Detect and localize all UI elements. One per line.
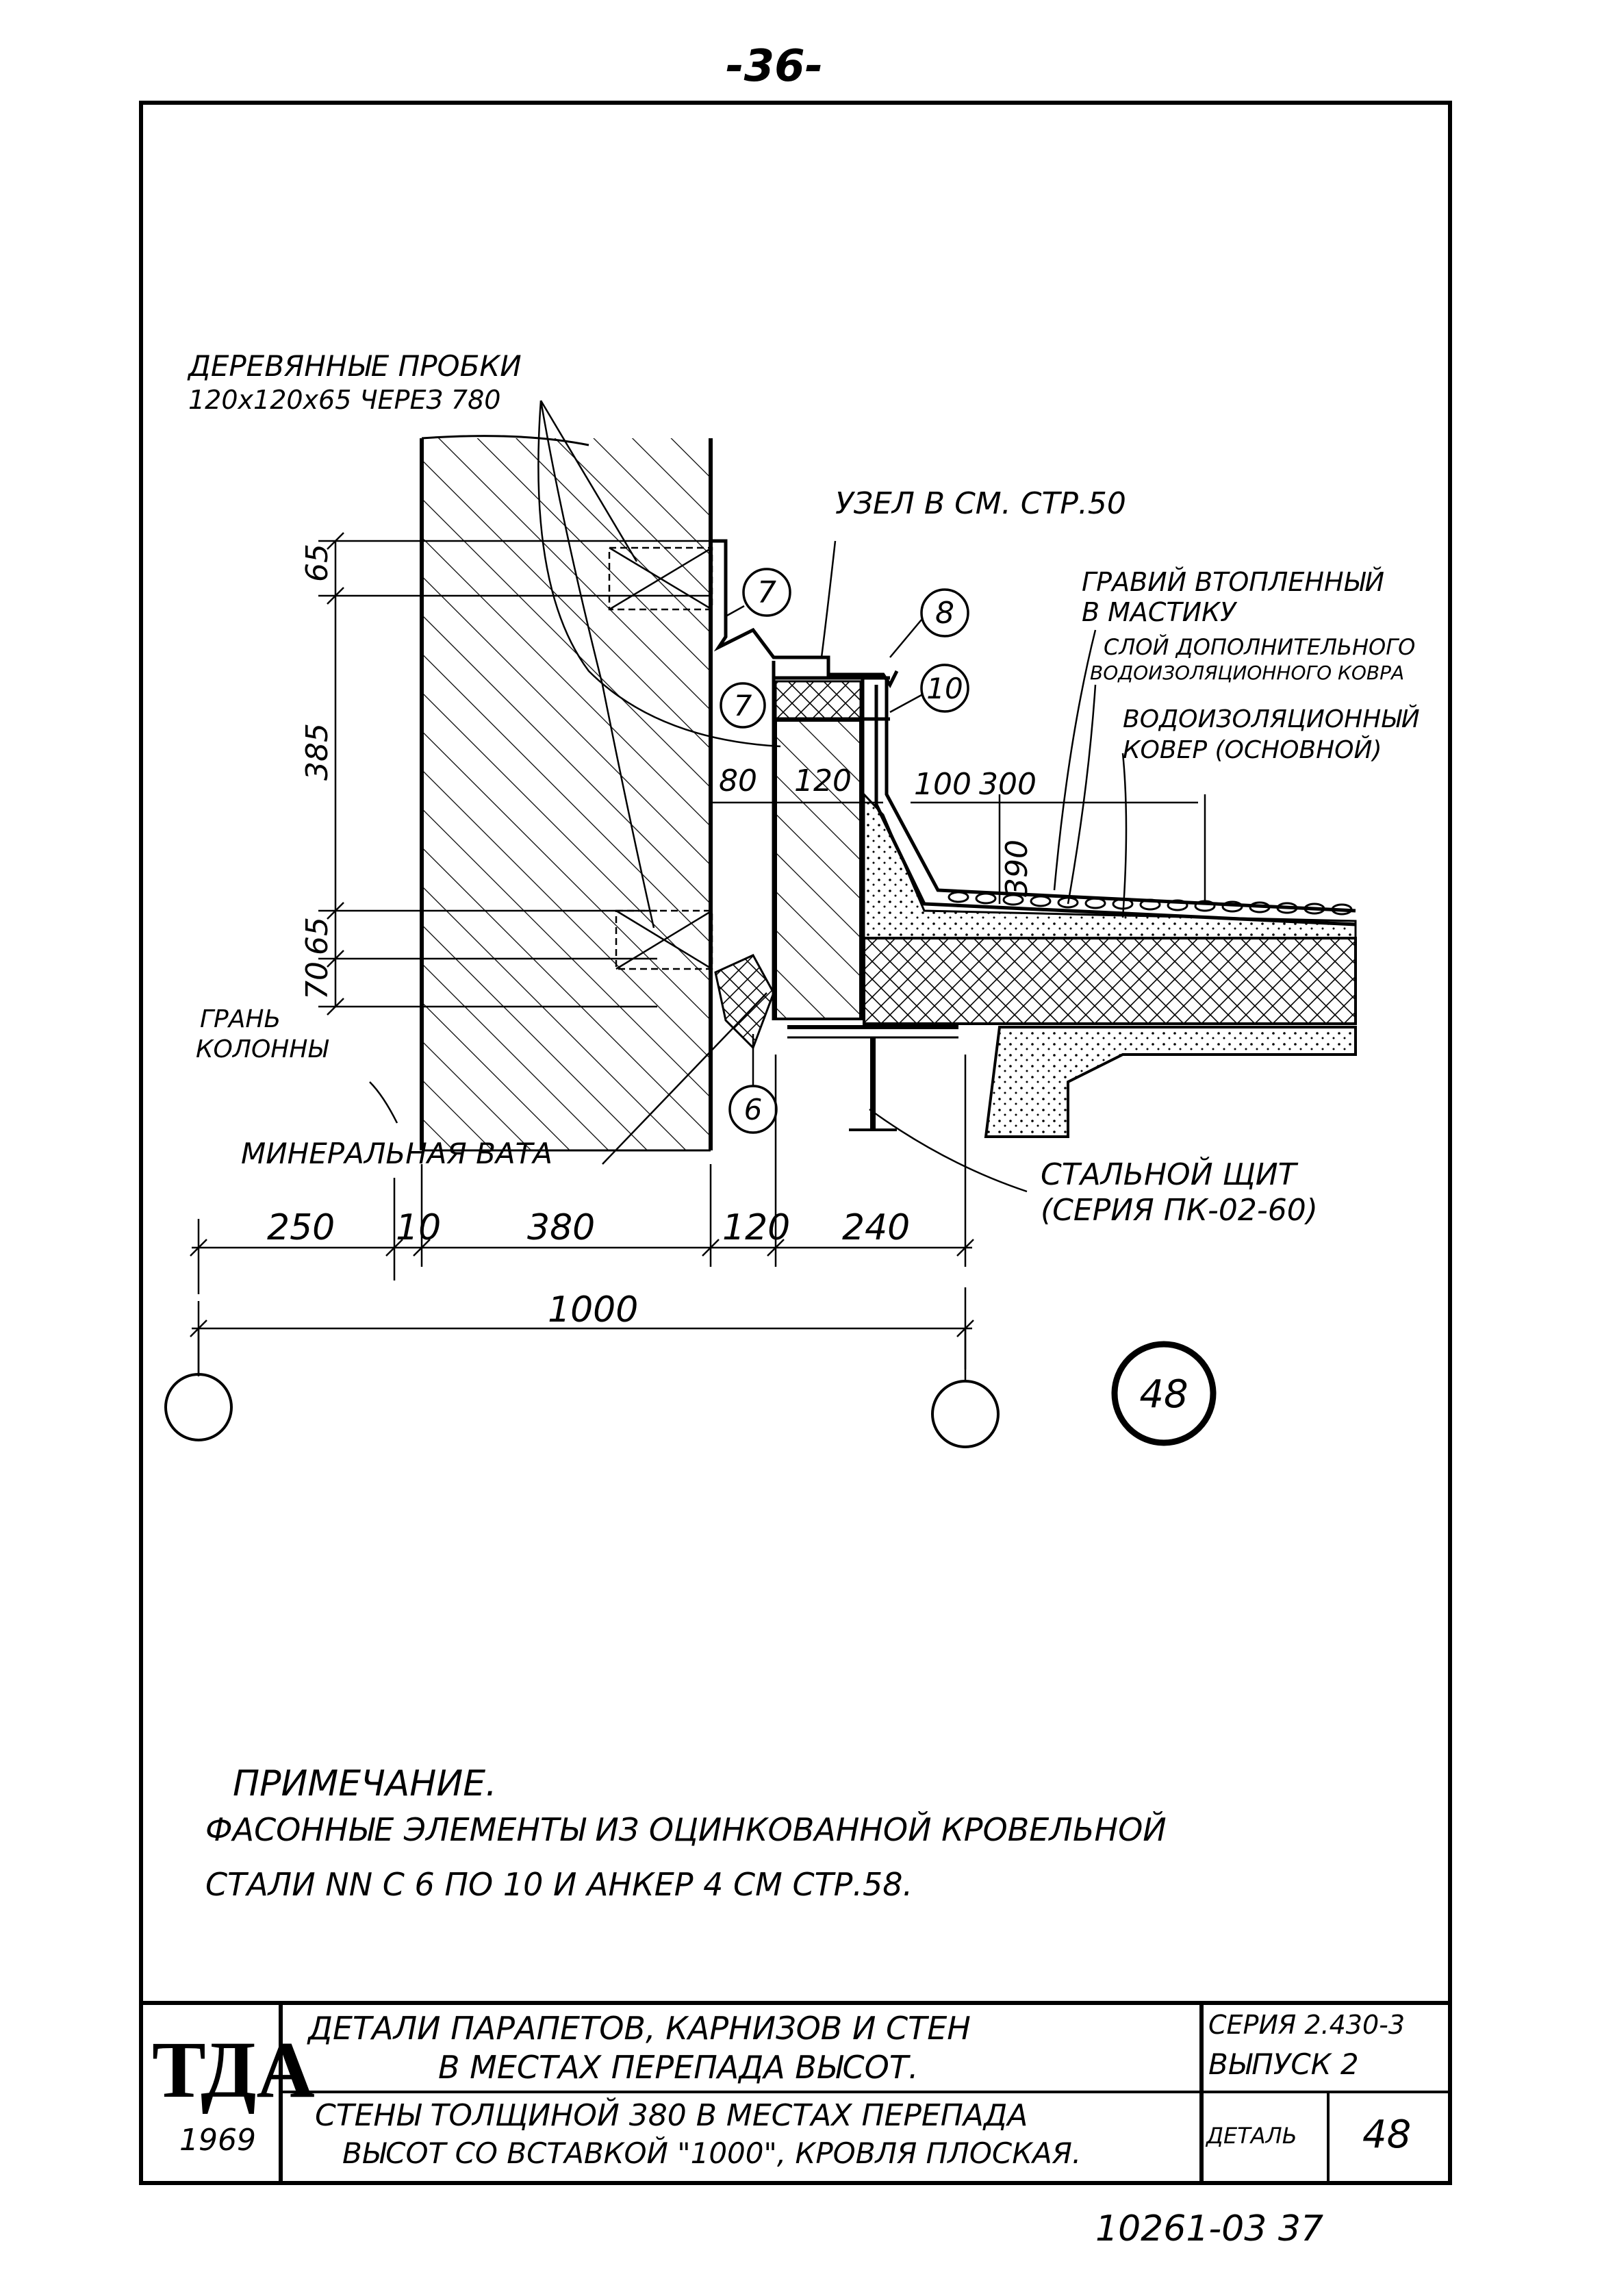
dim-80: 80: [719, 764, 757, 798]
grid-axis-bubble-right: [931, 1380, 1000, 1448]
dim-v385: 385: [300, 723, 335, 781]
dim-100: 100: [914, 767, 971, 802]
callout-texts: 7 8 6: [757, 575, 954, 631]
column-face-leader: [369, 1081, 398, 1124]
title-detail-label: ДЕТАЛЬ: [1206, 2123, 1297, 2149]
roof-dimensions: [712, 794, 1206, 904]
label-node-ref: УЗЕЛ В СМ. СТР.50: [835, 486, 1126, 521]
callout-circle-7: [720, 682, 766, 729]
dim-10: 10: [396, 1207, 441, 1248]
dim-v65-top: 65: [300, 544, 335, 582]
label-steel-panel-1: СТАЛЬНОЙ ЩИТ: [1041, 1157, 1297, 1192]
wall-section: [420, 435, 713, 1152]
leader-lines: [537, 400, 781, 1165]
title-block: [141, 2001, 1450, 2183]
callout-circle-8: [742, 568, 791, 617]
dim-380: 380: [527, 1207, 595, 1248]
title-year: 1969: [179, 2123, 256, 2158]
label-gravel-2: В МАСТИКУ: [1082, 597, 1236, 627]
insert-block: [774, 719, 862, 1020]
dim-120-inner: 120: [794, 764, 852, 798]
dim-v65-bot: 65: [300, 917, 335, 955]
dimension-texts: 65 385 65 70 80 120 100 300 390 250 10 3…: [267, 544, 1037, 1330]
dim-240: 240: [842, 1207, 910, 1248]
vertical-dimensions: [318, 532, 712, 1015]
dim-250: 250: [267, 1207, 335, 1248]
callout-circle-9: [920, 588, 969, 638]
callout-10-text: 10: [926, 672, 963, 705]
page-number: -36-: [726, 41, 824, 92]
callout-8: 7: [757, 575, 776, 610]
sheet-frame: [139, 101, 1452, 2185]
dim-120: 120: [722, 1207, 790, 1248]
label-extra-layer-2: ВОДОИЗОЛЯЦИОННОГО КОВРА: [1090, 661, 1405, 684]
title-detail-number: 48: [1362, 2112, 1412, 2157]
detail-marker-circle: [1111, 1341, 1217, 1446]
label-column-face-2: КОЛОННЫ: [196, 1035, 328, 1063]
label-mineral-wool: МИНЕРАЛЬНАЯ ВАТА: [241, 1137, 553, 1170]
subtitle-line-1: СТЕНЫ ТОЛЩИНОЙ 380 В МЕСТАХ ПЕРЕПАДА: [315, 2098, 1028, 2133]
dim-390: 390: [1000, 840, 1034, 897]
subtitle-line-2: ВЫСОТ СО ВСТАВКОЙ "1000", КРОВЛЯ ПЛОСКАЯ…: [342, 2136, 1082, 2170]
insulation-layer: [863, 937, 1357, 1025]
title-line-2: В МЕСТАХ ПЕРЕПАДА ВЫСОТ.: [438, 2049, 919, 2086]
detail-marker-text: 48: [1139, 1372, 1188, 1417]
dim-300: 300: [979, 767, 1037, 802]
wood-block-top: [774, 680, 862, 720]
grid-axis-bubble-left: [164, 1373, 233, 1441]
callout-6-text: 6: [744, 1093, 763, 1126]
mineral-wool-wedge: [714, 954, 775, 1050]
callout-9: 8: [935, 596, 954, 631]
steel-panel: [787, 1025, 1357, 1138]
note-title: ПРИМЕЧАНИЕ.: [233, 1763, 497, 1804]
label-extra-layer-1: СЛОЙ ДОПОЛНИТЕЛЬНОГО: [1104, 634, 1416, 660]
dim-1000: 1000: [548, 1289, 638, 1330]
label-wood-plugs-1: ДЕРЕВЯННЫЕ ПРОБКИ: [188, 349, 522, 383]
label-main-carpet-1: ВОДОИЗОЛЯЦИОННЫЙ: [1123, 705, 1420, 733]
screed-layer: [863, 792, 1357, 939]
callout-circle-10: [920, 664, 969, 713]
label-column-face-1: ГРАНЬ: [200, 1005, 281, 1033]
dim-v70: 70: [300, 961, 335, 1000]
label-wood-plugs-2: 120x120x65 ЧЕРЕЗ 780: [188, 385, 501, 415]
label-steel-panel-2: (СЕРИЯ ПК-02-60): [1041, 1193, 1318, 1228]
note-line-1: ФАСОННЫЕ ЭЛЕМЕНТЫ ИЗ ОЦИНКОВАННОЙ КРОВЕЛ…: [205, 1811, 1167, 1848]
note-line-2: СТАЛИ NN С 6 ПО 10 И АНКЕР 4 СМ СТР.58.: [205, 1866, 913, 1903]
label-main-carpet-2: КОВЕР (ОСНОВНОЙ): [1123, 736, 1382, 764]
logo-tda: ТДА: [152, 2025, 315, 2115]
footer-code: 10261-03 37: [1095, 2208, 1324, 2249]
title-series: СЕРИЯ 2.430-3: [1208, 2010, 1406, 2040]
callout-7-text: 7: [734, 689, 752, 722]
title-issue: ВЫПУСК 2: [1208, 2047, 1359, 2081]
callout-leaders: [725, 540, 1128, 1193]
label-gravel-1: ГРАВИЙ ВТОПЛЕННЫЙ: [1082, 567, 1385, 597]
title-line-1: ДЕТАЛИ ПАРАПЕТОВ, КАРНИЗОВ И СТЕН: [308, 2010, 971, 2047]
gravel: [948, 891, 1353, 916]
